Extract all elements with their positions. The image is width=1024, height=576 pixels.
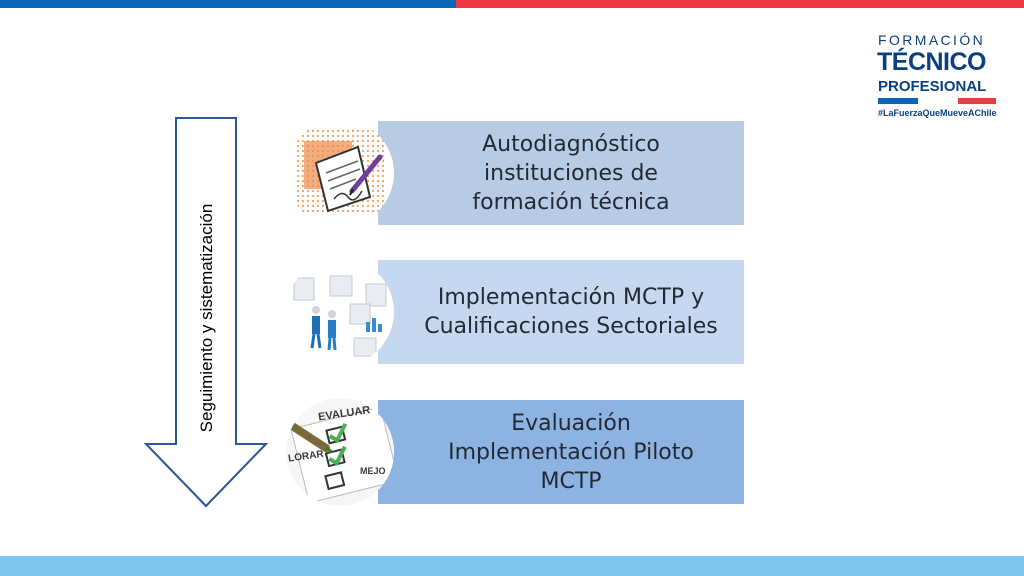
step-implementacion: Implementación MCTP y Cualificaciones Se… <box>378 260 744 364</box>
side-label: Seguimiento y sistematización <box>197 203 216 433</box>
puzzle-people-icon <box>286 258 394 366</box>
step-label: Autodiagnóstico instituciones de formaci… <box>472 131 670 215</box>
step-evaluacion: Evaluación Implementación Piloto MCTP <box>378 400 744 504</box>
logo-hashtag: #LaFuerzaQueMueveAChile <box>878 108 997 118</box>
logo-line-formacion: FORMACIÓN <box>878 32 986 48</box>
down-arrow-shape <box>143 117 269 508</box>
top-bar-red <box>456 0 1024 8</box>
logo-stripes <box>878 98 996 104</box>
checklist-word-lorar: LORAR <box>288 449 326 465</box>
bottom-bar <box>0 556 1024 576</box>
logo-line-tecnico: TÉCNICO <box>877 48 987 76</box>
checklist-icon: EVALUAR LORAR MEJO <box>286 398 394 506</box>
step-label: Evaluación Implementación Piloto MCTP <box>448 410 694 494</box>
step-label: Implementación MCTP y Cualificaciones Se… <box>424 285 718 339</box>
top-bar-blue <box>0 0 456 8</box>
checklist-word-mejo: MEJO <box>360 466 386 476</box>
step-autodiagnostico: Autodiagnóstico instituciones de formaci… <box>378 121 744 225</box>
logo: FORMACIÓN TÉCNICO PROFESIONAL #LaFuerzaQ… <box>876 32 1000 122</box>
document-signature-icon <box>286 119 394 227</box>
logo-line-profesional: PROFESIONAL <box>878 78 987 95</box>
